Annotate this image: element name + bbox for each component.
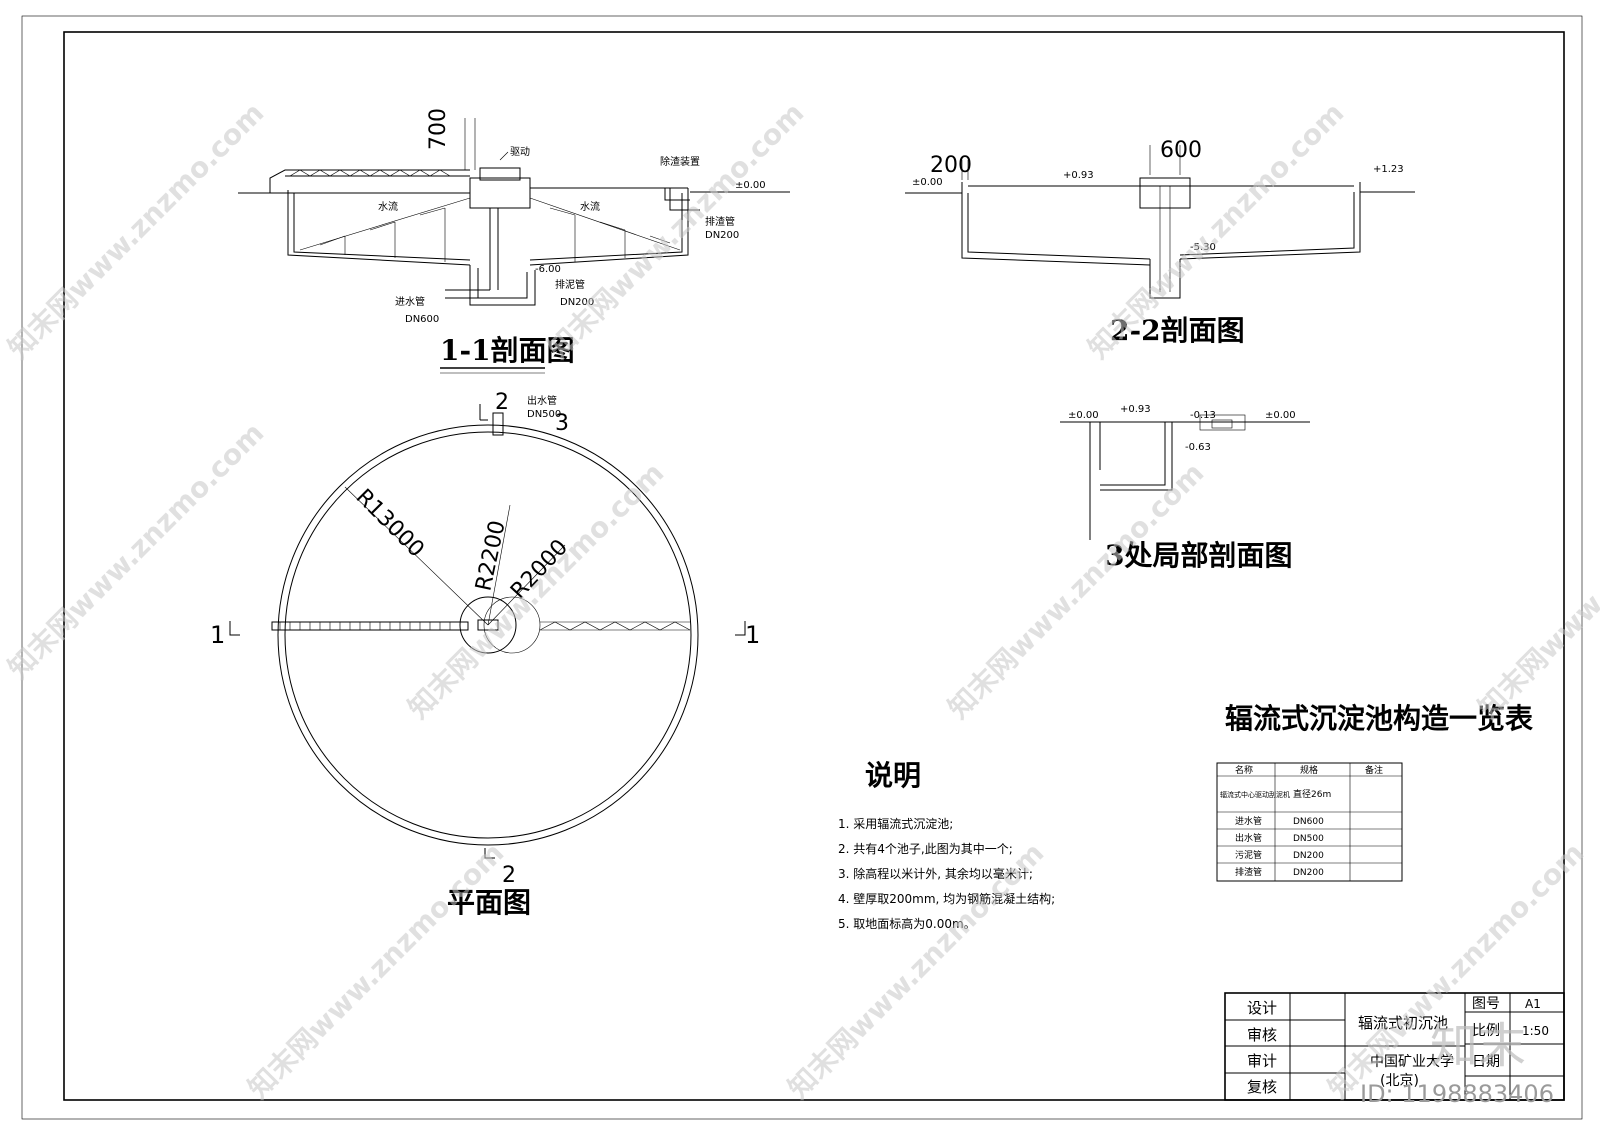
role-review: 审核 bbox=[1247, 1026, 1277, 1044]
field-label-drawing-no: 图号 bbox=[1472, 996, 1500, 1012]
dim-600: 600 bbox=[1160, 138, 1202, 163]
label-outlet-pipe: 出水管 bbox=[527, 394, 557, 407]
section-1-1: 700 驱动 除渣装置 水流 水流 ±0.00 排渣管 DN200 进水管 DN… bbox=[238, 108, 790, 374]
title-plan: 平面图 bbox=[447, 886, 531, 919]
section-mark-1-left: 1 bbox=[210, 621, 225, 649]
watermark-text: 知末网www.znzmo.com bbox=[2, 96, 271, 365]
level-ground-1: ±0.00 bbox=[735, 180, 766, 191]
table-cell: 直径26m bbox=[1293, 788, 1331, 800]
role-audit: 审计 bbox=[1247, 1052, 1277, 1070]
structure-table: 辐流式沉淀池构造一览表 名称 规格 备注 辐流式中心驱动刮泥机 直径26m 进水… bbox=[1216, 702, 1533, 882]
watermark-logo: 知末 bbox=[1430, 1018, 1526, 1074]
section-mark-3: 3 bbox=[555, 411, 569, 436]
level-left-2: ±0.00 bbox=[912, 177, 943, 188]
radius-inner-1: R2200 bbox=[471, 518, 510, 593]
level-water-2: +0.93 bbox=[1063, 170, 1094, 181]
watermark-text: 知末网www.znzmo.com bbox=[1472, 456, 1600, 725]
dim-200: 200 bbox=[930, 153, 972, 178]
level-e-3: -0.63 bbox=[1185, 442, 1211, 453]
table-title: 辐流式沉淀池构造一览表 bbox=[1225, 702, 1533, 735]
watermark-text: 知末网www.znzmo.com bbox=[2, 416, 271, 685]
outer-frame bbox=[21, 15, 1583, 1120]
field-value-drawing-no: A1 bbox=[1525, 997, 1541, 1011]
level-a-3: ±0.00 bbox=[1068, 410, 1099, 421]
title-section-1-1: 1-1剖面图 bbox=[440, 334, 575, 367]
title-block: 设计 审核 审计 复核 辐流式初沉池 中国矿业大学 (北京) 图号 A1 比例 … bbox=[1224, 992, 1565, 1101]
table-cell: 出水管 bbox=[1235, 832, 1262, 844]
level-d-3: ±0.00 bbox=[1265, 410, 1296, 421]
watermark-text: 知末网www.znzmo.com bbox=[242, 836, 511, 1105]
label-sludge-pipe-dn: DN200 bbox=[560, 297, 594, 308]
table-cell: DN600 bbox=[1293, 817, 1324, 827]
table-cell: 辐流式中心驱动刮泥机 bbox=[1220, 790, 1290, 799]
level-right-2: +1.23 bbox=[1373, 164, 1404, 175]
school-sub: (北京) bbox=[1380, 1073, 1419, 1089]
label-inlet-pipe-dn: DN600 bbox=[405, 314, 439, 325]
label-flow-right: 水流 bbox=[580, 200, 600, 213]
dim-700: 700 bbox=[426, 108, 451, 150]
table-cell: DN500 bbox=[1293, 834, 1324, 844]
table-cell: 排渣管 bbox=[1235, 866, 1262, 878]
title-section-2-2: 2-2剖面图 bbox=[1110, 314, 1245, 347]
watermark-id: ID: 1198883406 bbox=[1360, 1080, 1554, 1108]
note-item-1: 1. 采用辐流式沉淀池; bbox=[838, 816, 953, 831]
level-bottom-2: -5.30 bbox=[1190, 242, 1216, 253]
note-item-2: 2. 共有4个池子,此图为其中一个; bbox=[838, 841, 1013, 856]
table-cell: 进水管 bbox=[1235, 815, 1262, 827]
level-bottom-1: -6.00 bbox=[535, 264, 561, 275]
level-b-3: +0.93 bbox=[1120, 404, 1151, 415]
note-item-5: 5. 取地面标高为0.00m。 bbox=[838, 916, 976, 931]
table-header-name: 名称 bbox=[1235, 764, 1253, 776]
notes-title: 说明 bbox=[865, 759, 921, 792]
watermark-text: 知末网www.znzmo.com bbox=[402, 456, 671, 725]
label-scum-pipe-dn: DN200 bbox=[705, 230, 739, 241]
table-header-spec: 规格 bbox=[1300, 764, 1318, 776]
inner-frame bbox=[63, 31, 1565, 1101]
section-mark-1-right: 1 bbox=[745, 621, 760, 649]
section-mark-2-bottom: 2 bbox=[502, 863, 516, 888]
drawing-name: 辐流式初沉池 bbox=[1358, 1014, 1448, 1032]
field-label-date: 日期 bbox=[1472, 1054, 1500, 1070]
role-check: 复核 bbox=[1247, 1078, 1277, 1096]
table-cell: DN200 bbox=[1293, 851, 1324, 861]
table-header-remark: 备注 bbox=[1365, 764, 1383, 776]
field-label-scale: 比例 bbox=[1472, 1023, 1500, 1039]
role-design: 设计 bbox=[1247, 999, 1277, 1017]
school-name: 中国矿业大学 bbox=[1370, 1054, 1454, 1070]
table-cell: 污泥管 bbox=[1235, 849, 1262, 861]
level-c-3: -0.13 bbox=[1190, 410, 1216, 421]
label-sludge-pipe: 排泥管 bbox=[555, 278, 585, 291]
section-2-2: 200 600 ±0.00 +0.93 +1.23 -5.30 2-2剖面图 bbox=[905, 138, 1415, 347]
label-drive: 驱动 bbox=[510, 146, 530, 158]
label-outlet-pipe-dn: DN500 bbox=[527, 409, 561, 420]
radius-outer: R13000 bbox=[351, 485, 429, 563]
watermark-text: 知末网www.znzmo.com bbox=[942, 456, 1211, 725]
detail-3: ±0.00 +0.93 -0.13 ±0.00 -0.63 3处局部剖面图 bbox=[1060, 404, 1310, 572]
label-scum-device: 除渣装置 bbox=[660, 155, 700, 168]
watermark-text: 知末网www.znzmo.com bbox=[542, 96, 811, 365]
label-flow-left: 水流 bbox=[378, 200, 398, 213]
notes-block: 说明 1. 采用辐流式沉淀池; 2. 共有4个池子,此图为其中一个; 3. 除高… bbox=[838, 759, 1055, 931]
note-item-4: 4. 壁厚取200mm, 均为钢筋混凝土结构; bbox=[838, 891, 1055, 906]
section-mark-2-top: 2 bbox=[495, 390, 509, 415]
label-inlet-pipe: 进水管 bbox=[395, 295, 425, 308]
table-cell: DN200 bbox=[1293, 868, 1324, 878]
label-scum-pipe: 排渣管 bbox=[705, 215, 735, 228]
title-detail-3: 3处局部剖面图 bbox=[1105, 539, 1292, 572]
field-value-scale: 1:50 bbox=[1522, 1024, 1549, 1038]
note-item-3: 3. 除高程以米计外, 其余均以毫米计; bbox=[838, 866, 1033, 881]
